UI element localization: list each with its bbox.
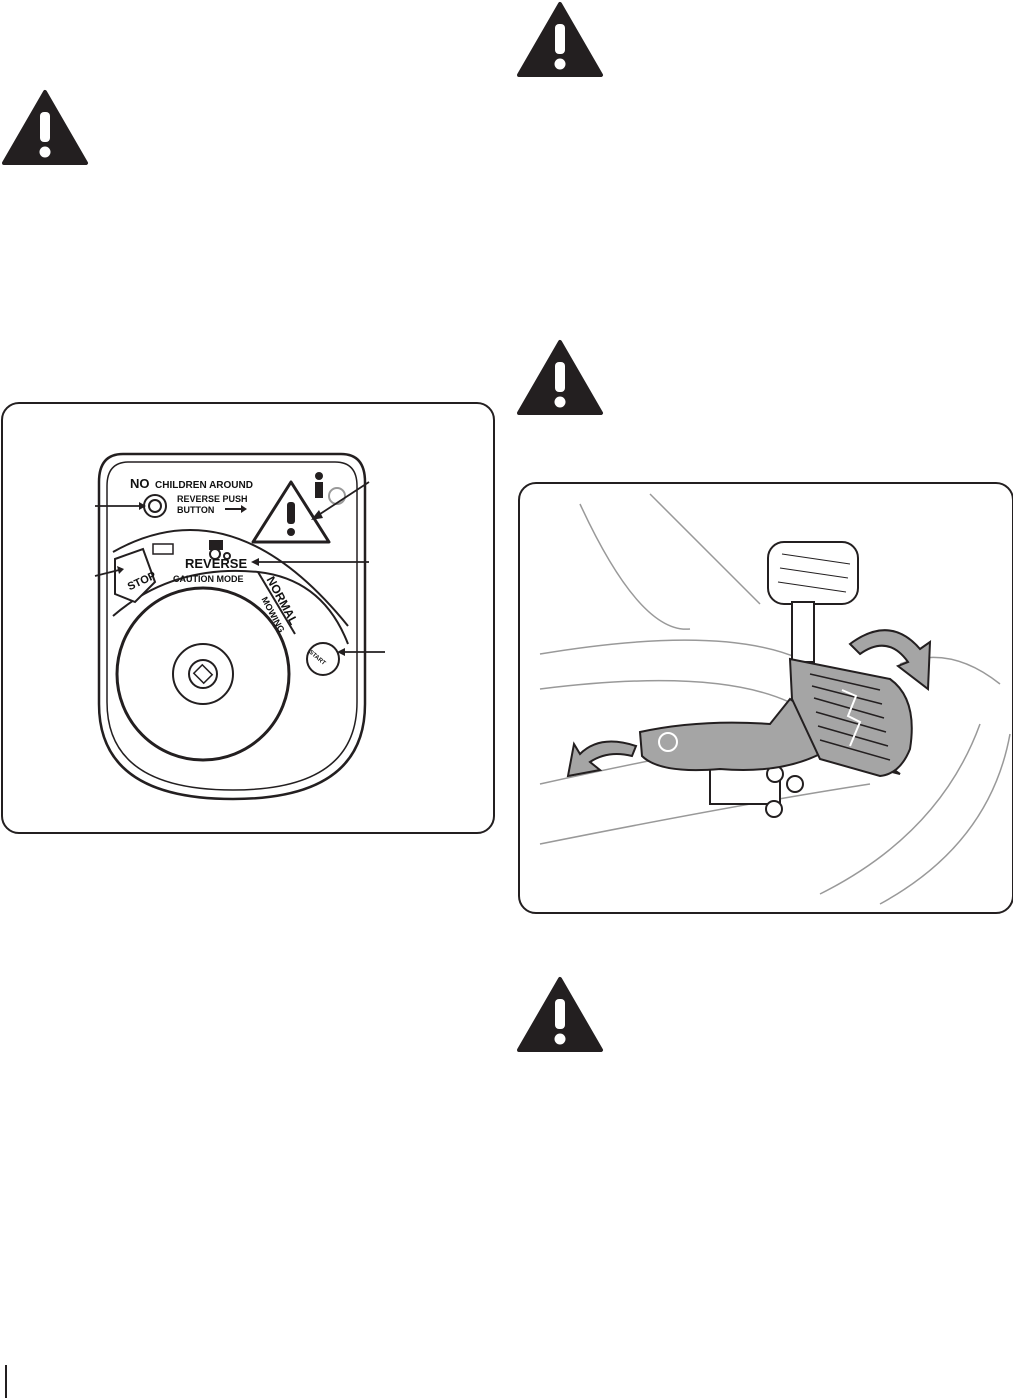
button-label: BUTTON	[177, 505, 214, 515]
press-reverse-arrow-icon	[566, 740, 638, 778]
bolt	[786, 775, 804, 793]
callout-line	[94, 569, 120, 577]
warning-icon	[517, 977, 603, 1052]
callout-line	[316, 481, 370, 517]
press-forward-arrow-icon	[848, 629, 932, 691]
children-around-label: CHILDREN AROUND	[155, 480, 253, 491]
warning-icon	[2, 90, 88, 165]
warning-icon	[517, 2, 603, 77]
page-margin-mark	[5, 1365, 7, 1398]
stop-badge	[114, 547, 157, 604]
ignition-panel-drawing: NO CHILDREN AROUND REVERSE PUSH BUTTON S…	[94, 452, 385, 801]
caution-mode-label: CAUTION MODE	[173, 574, 244, 584]
warning-icon	[517, 340, 603, 415]
reverse-label: REVERSE	[185, 556, 247, 571]
reverse-icon	[658, 732, 678, 752]
start-badge	[306, 642, 340, 676]
pedal-drawing	[539, 493, 1011, 905]
no-label: NO	[130, 476, 150, 491]
ignition-switch-figure: NO CHILDREN AROUND REVERSE PUSH BUTTON S…	[1, 402, 495, 834]
reverse-push-label: REVERSE PUSH	[177, 494, 248, 504]
grass-icon	[152, 543, 174, 555]
pedal-figure	[518, 482, 1013, 914]
person-icon	[315, 472, 323, 480]
bolt	[765, 800, 783, 818]
